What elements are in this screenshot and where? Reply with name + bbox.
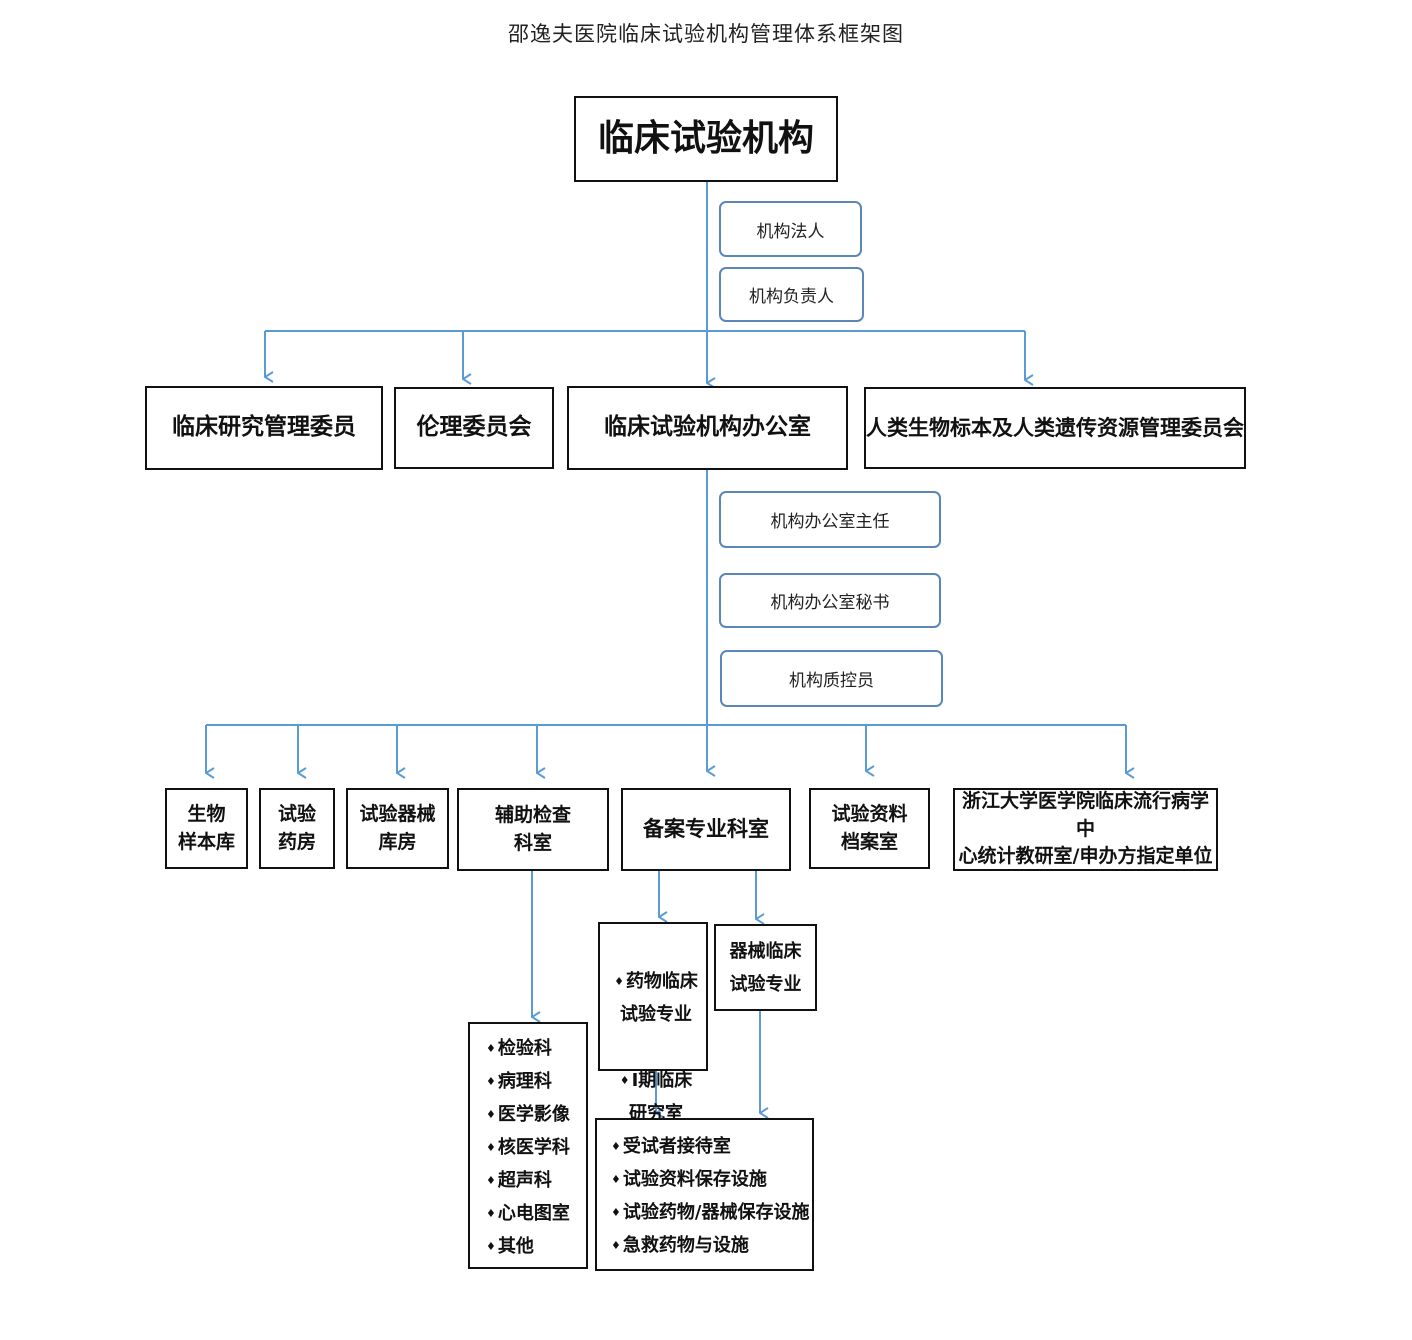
list-item: 病理科 (486, 1065, 576, 1098)
committee-ethics: 伦理委员会 (394, 387, 554, 469)
facilities-list: 受试者接待室 试验资料保存设施 试验药物/器械保存设施 急救药物与设施 (595, 1118, 814, 1271)
top-institution-box: 临床试验机构 (574, 96, 838, 182)
list-item: 试验药物/器械保存设施 (611, 1196, 810, 1229)
committee-clinical-research: 临床研究管理委员 (145, 386, 383, 470)
list-item: 检验科 (486, 1032, 576, 1065)
list-item: 医学影像 (486, 1098, 576, 1131)
role-institution-head: 机构负责人 (719, 267, 864, 322)
list-item: 药物临床 试验专业 (610, 965, 702, 1031)
role-office-director: 机构办公室主任 (719, 491, 941, 548)
dept-biobank: 生物 样本库 (165, 788, 248, 869)
dept-device-storage: 试验器械 库房 (346, 788, 449, 869)
clinical-trial-office: 临床试验机构办公室 (567, 386, 848, 470)
dept-auxiliary-exam: 辅助检查 科室 (457, 788, 609, 871)
list-item: 核医学科 (486, 1131, 576, 1164)
diagram-title: 邵逸夫医院临床试验机构管理体系框架图 (508, 22, 904, 46)
device-trial-specialty: 器械临床 试验专业 (714, 924, 817, 1011)
list-item: 其他 (486, 1230, 576, 1263)
list-item: 急救药物与设施 (611, 1229, 804, 1262)
role-office-secretary: 机构办公室秘书 (719, 573, 941, 628)
list-item: 心电图室 (486, 1197, 576, 1230)
dept-archive-room: 试验资料 档案室 (809, 788, 930, 869)
role-quality-controller: 机构质控员 (720, 650, 943, 707)
list-item: 试验资料保存设施 (611, 1163, 804, 1196)
dept-epidemiology-center: 浙江大学医学院临床流行病学中 心统计教研室/申办方指定单位 (953, 788, 1218, 871)
committee-human-genetic-resources: 人类生物标本及人类遗传资源管理委员会 (864, 387, 1246, 469)
role-legal-representative: 机构法人 (719, 201, 862, 257)
aux-dept-list: 检验科 病理科 医学影像 核医学科 超声科 心电图室 其他 (468, 1022, 588, 1269)
list-item: 受试者接待室 (611, 1130, 804, 1163)
dept-trial-pharmacy: 试验 药房 (259, 788, 335, 869)
dept-registered-specialty: 备案专业科室 (621, 788, 791, 871)
drug-trial-list: 药物临床 试验专业 I期临床 研究室 (598, 922, 708, 1124)
list-item: 超声科 (486, 1164, 576, 1197)
